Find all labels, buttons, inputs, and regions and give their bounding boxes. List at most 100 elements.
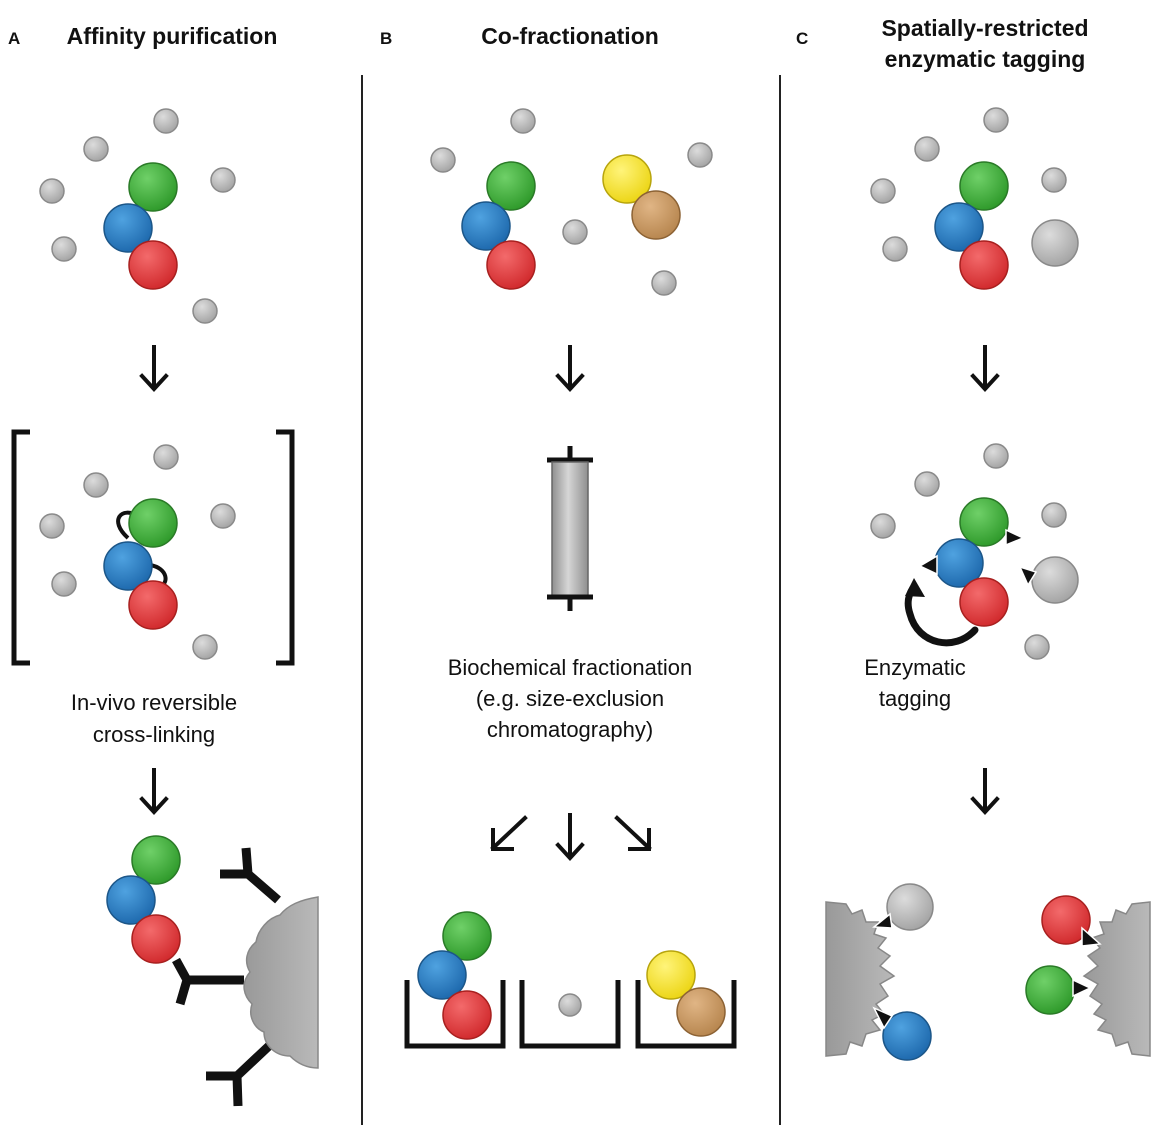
- grey-protein: [651, 270, 677, 296]
- grey-protein: [510, 108, 536, 134]
- green-protein: [128, 498, 178, 548]
- capture-surface-left: [825, 883, 934, 1061]
- grey-protein: [192, 634, 218, 660]
- down-right-arrow-icon: [614, 815, 652, 851]
- down-arrow-icon: [139, 345, 169, 392]
- panel-c-title-line1: Spatially-restricted: [881, 15, 1088, 41]
- panel-a: A Affinity purification: [8, 23, 319, 1107]
- tan-protein: [676, 987, 726, 1037]
- grey-protein: [430, 147, 456, 173]
- blue-protein: [103, 203, 153, 253]
- left-bracket: [11, 429, 30, 666]
- red-protein: [486, 240, 536, 290]
- protein-mixture-a: [39, 108, 236, 324]
- grey-protein: [153, 444, 179, 470]
- red-protein: [442, 990, 492, 1040]
- large-grey-protein: [1031, 556, 1079, 604]
- blue-protein: [934, 202, 984, 252]
- bead-surface: [243, 896, 319, 1069]
- grey-protein: [39, 178, 65, 204]
- fraction-cup: [519, 980, 621, 1049]
- grey-protein: [983, 443, 1009, 469]
- protein-mixture-c: [870, 107, 1079, 290]
- down-arrow-icon: [555, 813, 585, 861]
- tag-triangle-icon: [1081, 926, 1102, 947]
- panel-a-caption-line1: In-vivo reversible: [71, 690, 237, 715]
- grey-protein: [83, 472, 109, 498]
- tag-triangle-icon: [872, 1006, 894, 1030]
- panel-a-title: Affinity purification: [67, 23, 278, 49]
- green-protein: [131, 835, 181, 885]
- grey-protein: [210, 167, 236, 193]
- tagging-mixture: [870, 443, 1079, 660]
- grey-protein: [558, 993, 582, 1017]
- grey-protein: [983, 107, 1009, 133]
- large-grey-protein: [1031, 219, 1079, 267]
- panel-c: C Spatially-restricted enzymatic tagging: [796, 15, 1151, 1061]
- grey-protein: [870, 178, 896, 204]
- grey-protein: [562, 219, 588, 245]
- tag-triangle-icon: [872, 912, 893, 929]
- fraction-cup: [404, 980, 506, 1049]
- panel-b-caption-line2: (e.g. size-exclusion: [476, 686, 664, 711]
- tag-triangle-icon: [1005, 528, 1025, 547]
- down-arrow-icon: [139, 768, 169, 815]
- green-protein: [959, 497, 1009, 547]
- grey-protein: [192, 298, 218, 324]
- panel-b: B Co-fractionation Biochemical fractiona…: [380, 23, 737, 1049]
- chromatography-column: [547, 446, 593, 611]
- panel-b-letter: B: [380, 29, 392, 48]
- red-protein: [959, 577, 1009, 627]
- green-protein: [442, 911, 492, 961]
- panel-b-title: Co-fractionation: [481, 23, 659, 49]
- affinity-bead: [106, 835, 319, 1107]
- grey-protein: [1041, 167, 1067, 193]
- yellow-protein: [602, 154, 652, 204]
- green-protein: [959, 161, 1009, 211]
- red-protein: [1041, 895, 1091, 945]
- green-protein: [1025, 965, 1075, 1015]
- panel-b-caption-line1: Biochemical fractionation: [448, 655, 693, 680]
- grey-protein: [1041, 502, 1067, 528]
- grey-protein: [914, 136, 940, 162]
- tag-triangle-icon: [1018, 565, 1038, 587]
- grey-protein: [870, 513, 896, 539]
- panel-a-letter: A: [8, 29, 20, 48]
- grey-protein: [886, 883, 934, 931]
- blue-protein: [103, 541, 153, 591]
- grey-protein: [882, 236, 908, 262]
- panel-c-caption-line2: tagging: [879, 686, 951, 711]
- antibody-icon: [206, 1041, 274, 1107]
- red-protein: [128, 580, 178, 630]
- crosslinked-mixture: [39, 444, 236, 660]
- antibody-icon: [172, 957, 244, 1006]
- grey-protein: [51, 571, 77, 597]
- panel-a-caption-line2: cross-linking: [93, 722, 215, 747]
- red-protein: [131, 914, 181, 964]
- right-bracket: [276, 429, 295, 666]
- protein-mixture-b: [430, 108, 713, 296]
- green-protein: [486, 161, 536, 211]
- grey-protein: [51, 236, 77, 262]
- grey-protein: [1024, 634, 1050, 660]
- blue-protein: [106, 875, 156, 925]
- panel-b-caption-line3: chromatography): [487, 717, 653, 742]
- down-left-arrow-icon: [490, 815, 528, 851]
- tag-triangle-icon: [1072, 978, 1092, 998]
- blue-protein: [882, 1011, 932, 1061]
- capture-surface-right: [1025, 895, 1151, 1057]
- green-protein: [128, 162, 178, 212]
- blue-protein: [417, 950, 467, 1000]
- grey-protein: [83, 136, 109, 162]
- panel-c-letter: C: [796, 29, 808, 48]
- down-arrow-icon: [970, 345, 1000, 392]
- down-arrow-icon: [970, 768, 1000, 815]
- panel-c-title-line2: enzymatic tagging: [885, 46, 1086, 72]
- down-arrow-icon: [555, 345, 585, 392]
- antibody-icon: [220, 847, 281, 904]
- red-protein: [128, 240, 178, 290]
- grey-protein: [687, 142, 713, 168]
- grey-protein: [210, 503, 236, 529]
- tag-triangle-icon: [918, 554, 938, 576]
